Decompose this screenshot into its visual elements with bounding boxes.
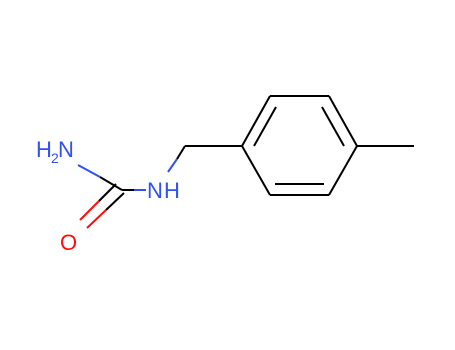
c-nh2-bond-blue	[77, 164, 101, 178]
benzene-ring	[241, 95, 358, 196]
nh-ch2-bond-blue	[167, 158, 178, 173]
amide-h-label: H	[164, 178, 180, 203]
ring-bond-3	[328, 95, 358, 147]
c-nh2-bond-black	[99, 176, 123, 191]
amine-subscript-label: 2	[51, 150, 59, 166]
ring-inner-double-1	[253, 106, 277, 147]
amine-h-label: H	[36, 137, 52, 162]
ring-bond-1	[241, 95, 271, 147]
carbonyl-o-label: O	[60, 230, 77, 255]
co-bond-upper-red	[86, 209, 107, 229]
nh-ch2-bond	[167, 145, 186, 173]
co-bond-lower-red	[79, 200, 100, 221]
ring-bond-4	[328, 145, 358, 196]
co-bond-lower-black	[98, 183, 117, 202]
co-bond-upper-black	[105, 192, 125, 211]
ring-inner-double-2	[321, 106, 345, 147]
ring-bond-6	[241, 145, 271, 196]
amine-n-label: N	[58, 137, 74, 162]
amide-n-label: N	[147, 178, 163, 203]
c-nh2-bond	[77, 164, 123, 191]
carbonyl-double-bond	[79, 183, 125, 229]
nh-ch2-bond-black	[176, 145, 186, 160]
